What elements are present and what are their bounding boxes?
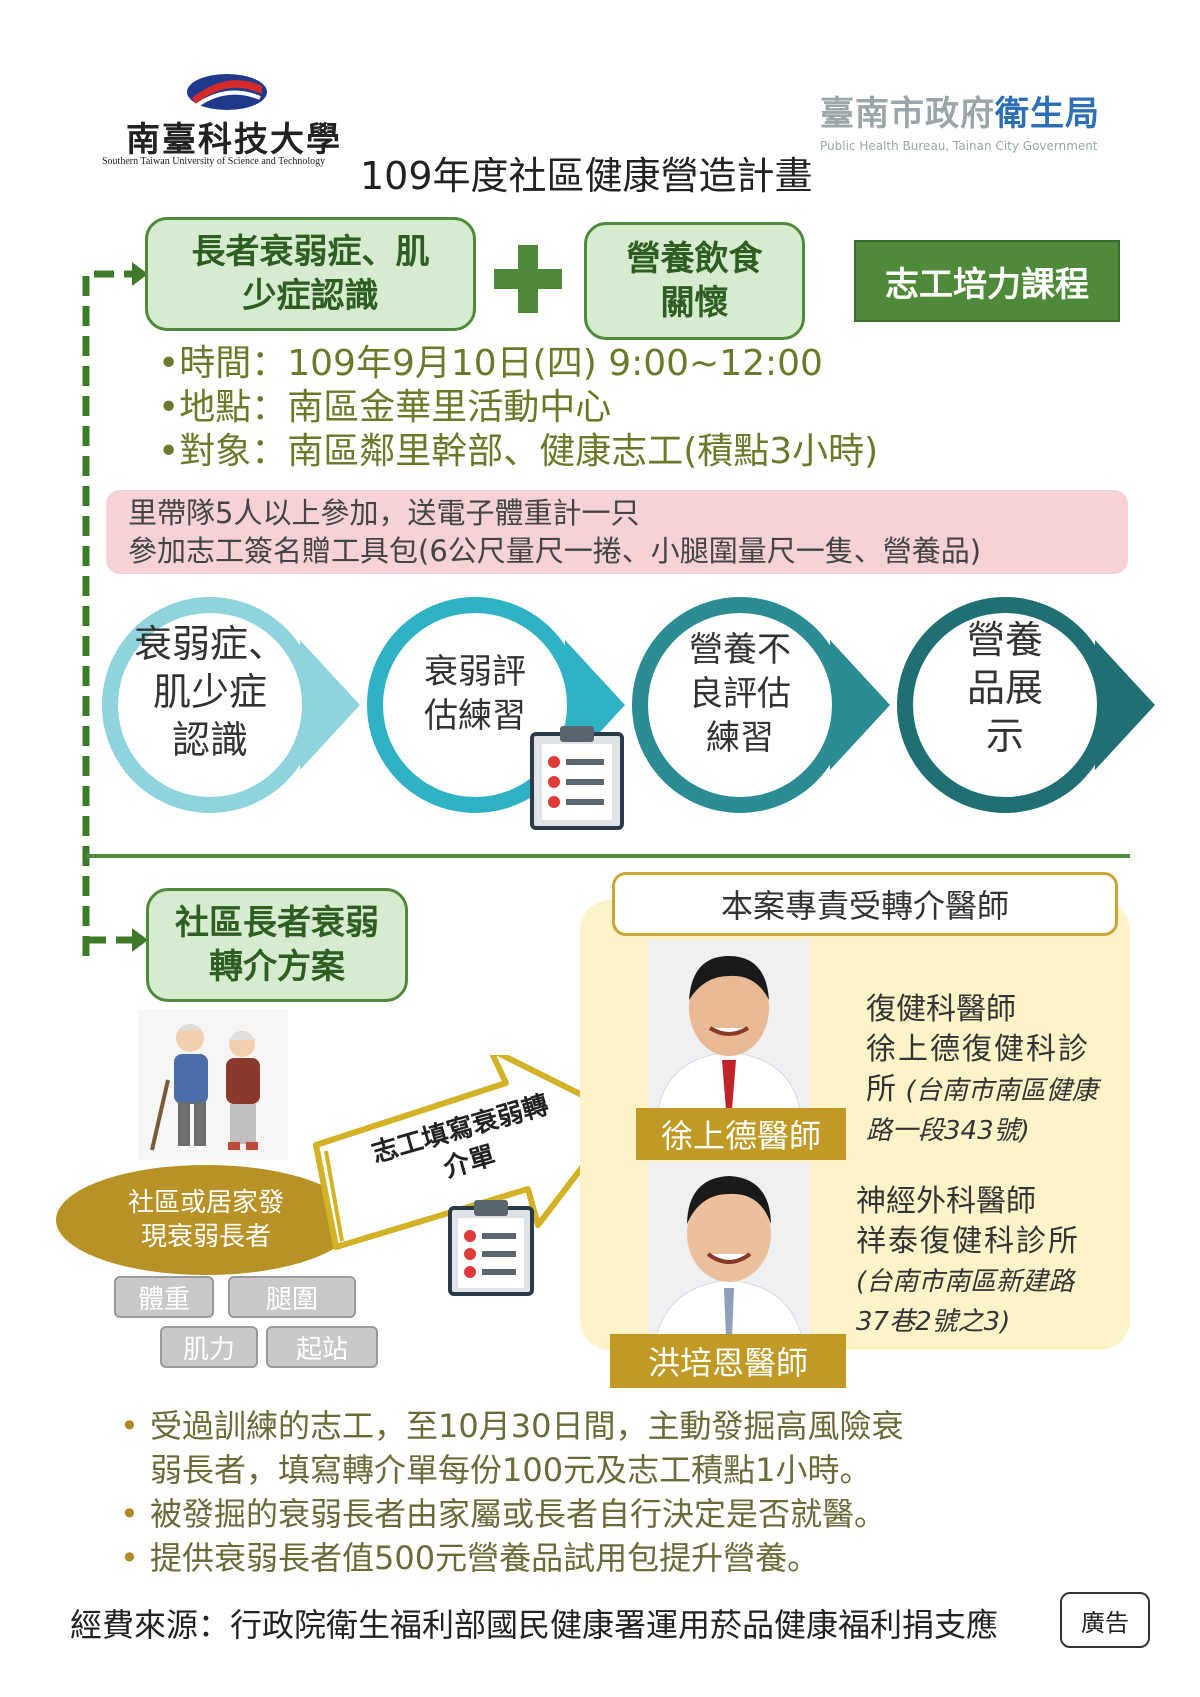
elderly-couple-illustration [138,1010,288,1160]
arrow-right-icon [132,928,148,952]
doctors-panel-title: 本案專責受轉介醫師 [612,872,1118,936]
step-2-label: 衰弱評 估練習 [424,652,526,736]
notice-banner: 里帶隊5人以上參加，送電子體重計一只 參加志工簽名贈工具包(6公尺量尺一捲、小腿… [106,490,1128,574]
step-ring-3 [632,597,890,813]
doctor-name-label: 徐上德醫師 [636,1108,846,1160]
university-logo: 南臺科技大學 Southern Taiwan University of Sci… [96,70,346,170]
bullet-item: • 被發掘的衰弱長者由家屬或長者自行決定是否就醫。 [120,1495,887,1533]
section-divider [86,854,1130,858]
arrow-right-icon [132,262,148,286]
doctor-name-label: 洪培恩醫師 [610,1334,846,1388]
step-rings [102,597,1155,813]
bureau-name-en: Public Health Bureau, Tainan City Govern… [820,139,1098,153]
program-bullets: • 受過訓練的志工，至10月30日間，主動發掘高風險衰 弱長者，填寫轉介單每份1… [120,1404,1080,1580]
plus-icon [494,245,562,313]
step-flow: 衰弱症、 肌少症 認識 衰弱評 估練習 營養不 良評估 練習 營養 品展 示 [100,580,1160,830]
step-ring-4 [897,597,1155,813]
tag-weight: 體重 [114,1276,214,1318]
frail-elder-oval: 社區或居家發 現衰弱長者 [56,1165,356,1275]
bureau-name-dept: 衛生局 [995,94,1100,134]
clipboard-icon [530,726,624,830]
course-box-frailty: 長者衰弱症、肌 少症認識 [145,217,476,331]
tag-muscle-strength: 肌力 [160,1326,258,1368]
course-box-nutrition: 營養飲食 關懷 [584,222,805,340]
funding-source: 經費來源：行政院衛生福利部國民健康署運用菸品健康福利捐支應 [70,1606,999,1644]
event-time: •時間：109年9月10日(四) 9:00~12:00 [158,343,823,384]
page-title: 109年度社區健康營造計畫 [360,154,813,198]
doctor-address: (台南市南區健康 [905,1076,1098,1106]
ad-label: 廣告 [1060,1592,1150,1648]
doctor-info: 復健科醫師 徐上德復健科診 所 (台南市南區健康 路一段343號) [866,990,1098,1151]
step-4-label: 營養 品展 示 [966,618,1043,758]
university-name-en: Southern Taiwan University of Science an… [102,156,326,167]
doctor-address: 37巷2號之3) [856,1307,1011,1337]
event-details: •時間：109年9月10日(四) 9:00~12:00 •地點：南區金華里活動中… [158,342,878,474]
event-audience: •對象：南區鄰里幹部、健康志工(積點3小時) [158,431,879,472]
step-ring-2 [367,597,625,813]
bullet-item: • 提供衰弱長者值500元營養品試用包提升營養。 [120,1539,820,1577]
event-location: •地點：南區金華里活動中心 [158,387,612,428]
tag-calf-circumference: 腿圍 [228,1276,356,1318]
university-emblem-icon [187,74,267,110]
bureau-logo: 臺南市政府衛生局 Public Health Bureau, Tainan Ci… [820,86,1120,156]
doctor-info: 神經外科醫師 祥泰復健科診所 (台南市南區新建路 37巷2號之3) [856,1182,1080,1342]
clipboard-icon [448,1200,534,1296]
step-3-label: 營養不 良評估 練習 [689,630,791,758]
bureau-name-city: 臺南市政府 [820,94,995,134]
university-name-zh: 南臺科技大學 [126,120,342,160]
tag-sit-to-stand: 起站 [266,1326,378,1368]
doctor-photo [648,1162,810,1338]
dashed-connector [82,262,148,956]
doctor-photo [648,940,810,1110]
volunteer-course-badge: 志工培力課程 [854,240,1120,322]
step-ring-1 [102,597,360,813]
referral-plan-box: 社區長者衰弱 轉介方案 [146,888,408,1002]
bullet-item: • 受過訓練的志工，至10月30日間，主動發掘高風險衰 弱長者，填寫轉介單每份1… [120,1407,904,1489]
doctor-address: 路一段343號) [866,1116,1030,1146]
step-1-label: 衰弱症、 肌少症 認識 [133,622,286,762]
doctor-address: (台南市南區新建路 [856,1267,1075,1297]
